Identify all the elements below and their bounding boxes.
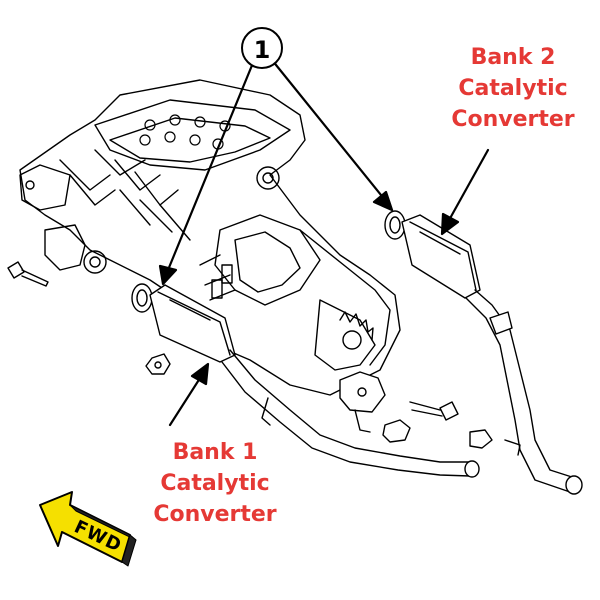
bolt-left-icon [7,261,49,287]
label-arrows [168,148,490,427]
bolt-right-icon [409,401,459,421]
engine-drawing [19,79,401,433]
fwd-arrow-icon [39,491,137,567]
clamp-icon [382,419,493,449]
exhaust-pipe-bank1 [131,283,480,478]
bank2-catalytic-converter-label: Bank 2 Catalytic Converter [438,42,588,135]
nut-icon [145,353,171,375]
bank2-label-line3: Converter [451,107,575,132]
callout-leaders [158,56,394,286]
callout-circle [241,27,283,69]
callout-number: 1 [253,36,271,64]
bank2-label-line1: Bank 2 [470,45,556,70]
bank1-catalytic-converter-label: Bank 1 Catalytic Converter [140,437,290,530]
bank1-label-line3: Converter [153,502,277,527]
bank1-label-line2: Catalytic [160,471,270,496]
exhaust-pipe-bank2 [384,210,583,495]
bank1-label-line1: Bank 1 [172,440,258,465]
bank2-label-line2: Catalytic [458,76,568,101]
